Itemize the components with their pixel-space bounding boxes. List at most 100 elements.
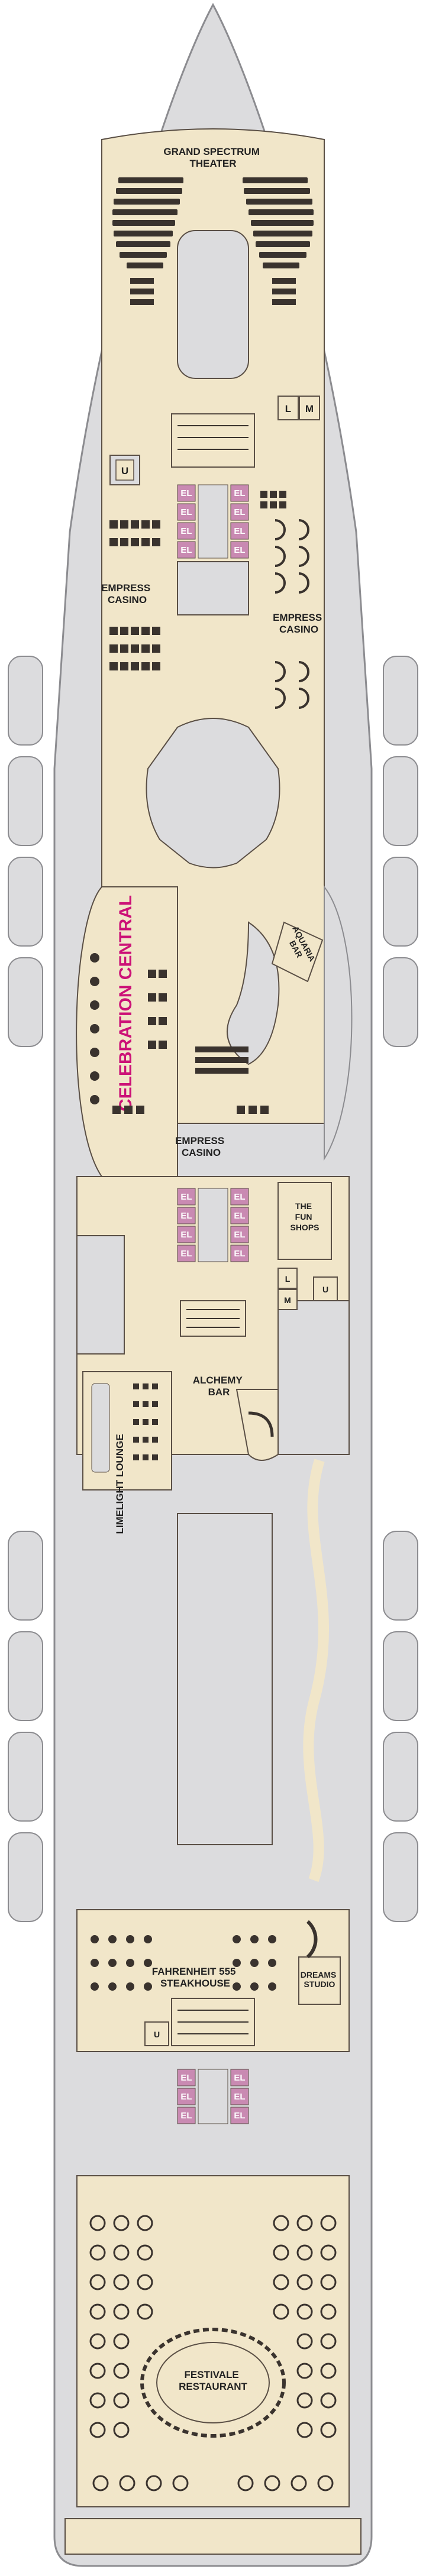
venue-line: CASINO: [108, 594, 147, 605]
theater-balcony: [130, 278, 296, 305]
steakhouse-tables: [91, 1935, 276, 1991]
aft-elevators: EL EL EL EL EL EL: [177, 2069, 249, 2124]
venue-line: SHOPS: [290, 1223, 319, 1232]
midship-void-right: [277, 1300, 350, 1455]
celebration-central-label: CELEBRATION CENTRAL: [116, 895, 135, 1112]
svg-text:EL: EL: [180, 2111, 192, 2121]
festivale-center-ring: [140, 2328, 286, 2438]
lifeboats-left: [8, 656, 43, 1922]
venue-line: FUN: [295, 1212, 312, 1221]
venue-line: FAHRENHEIT 555: [152, 1966, 236, 1977]
lifeboat: [8, 656, 43, 746]
lifeboat: [8, 756, 43, 846]
lifeboat: [8, 1631, 43, 1721]
fahrenheit-555-label: FAHRENHEIT 555 STEAKHOUSE: [152, 1966, 238, 1989]
svg-text:EL: EL: [180, 526, 192, 536]
aft-deck-strip: [64, 2518, 362, 2555]
aft-stair-core: [171, 1998, 255, 2046]
midship-elevators: EL EL EL EL EL EL EL EL: [177, 1188, 249, 1262]
festivale-restaurant-label: FESTIVALE RESTAURANT: [179, 2369, 247, 2392]
svg-text:EL: EL: [234, 1249, 245, 1259]
forward-restrooms-right: L M: [277, 396, 320, 420]
venue-line: THE: [295, 1201, 312, 1211]
svg-text:EL: EL: [234, 2111, 245, 2121]
venue-line: EMPRESS: [175, 1135, 224, 1146]
fun-shops: [277, 1182, 332, 1260]
svg-text:EL: EL: [180, 2073, 192, 2083]
lifeboat: [383, 756, 418, 846]
lifeboat: [8, 857, 43, 947]
the-fun-shops-label: THE FUN SHOPS: [290, 1201, 319, 1232]
empress-casino-right-label: EMPRESS CASINO: [273, 612, 325, 635]
venue-line: DREAMS: [301, 1970, 337, 1979]
lifeboat: [383, 957, 418, 1047]
dreams-studio: DREAMS STUDIO: [298, 1920, 341, 2005]
svg-text:EL: EL: [234, 1230, 245, 1240]
theater-seating-right: [243, 177, 314, 268]
svg-text:EL: EL: [180, 545, 192, 555]
venue-line: EMPRESS: [273, 612, 322, 623]
lifeboats-right: [383, 656, 418, 1922]
lifeboat: [8, 1832, 43, 1922]
restaurant-tables-aft: [92, 2475, 334, 2491]
starboard-bulge: [324, 885, 353, 1161]
svg-text:EL: EL: [180, 2092, 192, 2102]
svg-text:ALCHEMY BAR: ALCHEMY BAR: [193, 1375, 245, 1398]
svg-text:EL: EL: [180, 507, 192, 517]
forward-atrium-void: [177, 561, 249, 615]
svg-text:EL: EL: [180, 1249, 192, 1259]
svg-text:DREAMS STUDIO: DREAMS STUDIO: [301, 1970, 339, 1989]
mid-void-big: [177, 1513, 273, 1845]
grand-spectrum-theater-label: GRAND SPECTRUM THEATER: [163, 146, 262, 169]
theater-seating-left: [112, 177, 183, 268]
venue-line: ALCHEMY: [193, 1375, 243, 1386]
svg-text:EL: EL: [180, 1230, 192, 1240]
unisex-restroom-symbol: U: [322, 1285, 328, 1294]
venue-line: EMPRESS: [101, 582, 150, 594]
venue-line: RESTAURANT: [179, 2381, 247, 2392]
svg-text:EL: EL: [234, 545, 245, 555]
svg-text:EL: EL: [180, 1211, 192, 1221]
empress-casino-left-label: EMPRESS CASINO: [101, 582, 153, 605]
lifeboat: [383, 1732, 418, 1822]
restaurant-tables-right: [273, 2215, 337, 2438]
ladies-restroom-symbol: L: [285, 403, 291, 414]
venue-line: CASINO: [279, 624, 318, 635]
svg-text:EL: EL: [234, 2073, 245, 2083]
venue-line: BAR: [208, 1386, 230, 1398]
venue-line: CASINO: [182, 1147, 221, 1158]
limelight-lounge: LIMELIGHT LOUNGE: [82, 1371, 172, 1534]
svg-text:EL: EL: [234, 507, 245, 517]
venue-line: GRAND SPECTRUM: [163, 146, 259, 157]
casino-slots-right: [260, 491, 286, 508]
casino-tables-right: [275, 519, 309, 709]
mens-restroom-symbol: M: [284, 1295, 291, 1305]
lifeboat: [383, 1631, 418, 1721]
venue-line: STEAKHOUSE: [160, 1978, 230, 1989]
lifeboat: [8, 1531, 43, 1621]
theater-stage: [177, 230, 249, 379]
svg-text:EL: EL: [180, 1192, 192, 1202]
lifeboat: [8, 957, 43, 1047]
casino-slots-left: [109, 520, 160, 670]
svg-text:EL: EL: [234, 1211, 245, 1221]
midship-restrooms: L M U: [277, 1268, 338, 1310]
unisex-restroom-symbol: U: [121, 465, 128, 477]
festivale-center-floor: [156, 2342, 270, 2423]
lifeboat: [383, 656, 418, 746]
casino-lower-tables: [112, 1046, 269, 1114]
midship-stair: [180, 1300, 246, 1337]
svg-text:EL: EL: [234, 488, 245, 498]
mens-restroom-symbol: M: [305, 403, 314, 414]
venue-line: THEATER: [189, 158, 236, 169]
forward-venue-area: [101, 128, 325, 1124]
ladies-restroom-symbol: L: [285, 1274, 291, 1284]
svg-text:EL: EL: [234, 526, 245, 536]
venue-line: FESTIVALE: [185, 2369, 239, 2380]
svg-text:EL: EL: [234, 2092, 245, 2102]
celebration-seating: [90, 953, 167, 1104]
aft-atrium-void: [227, 921, 280, 1065]
central-atrium-void: [146, 718, 280, 869]
aquarium-wall: [303, 1459, 329, 1882]
venue-line: STUDIO: [304, 1979, 335, 1989]
